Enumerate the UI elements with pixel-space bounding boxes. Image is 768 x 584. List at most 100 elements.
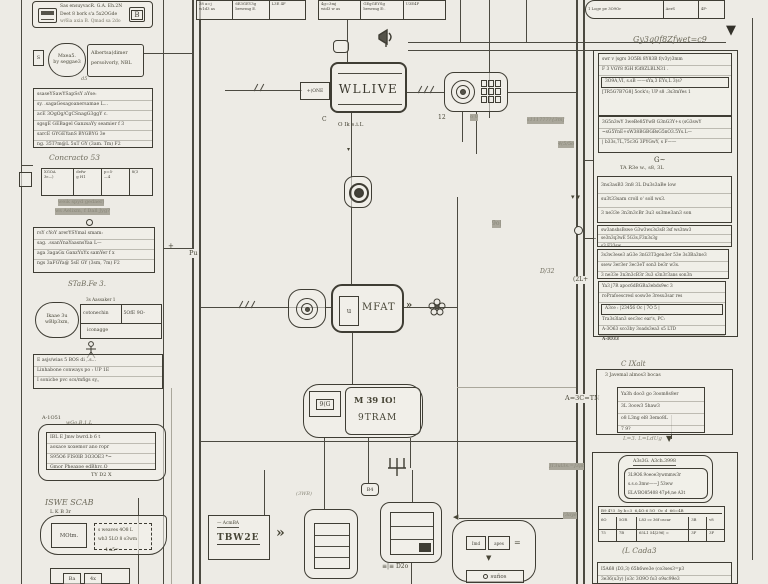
note-row: sy. .sagaGesagoanersamae L... <box>34 101 152 111</box>
wire-mid-cross-faint <box>457 387 576 389</box>
sunos-label: suños <box>490 573 507 580</box>
wire-left-margin <box>21 0 23 584</box>
terminal-block-a <box>304 509 358 579</box>
terminal-b-inner <box>390 512 434 555</box>
cross-left-arrow-icon: ◀ <box>453 513 459 521</box>
left-header-box: Sas ensuyvacR. G.A. Eh.2N Deet 8 bork s'… <box>32 1 153 28</box>
mfat-title: MFAT <box>362 302 396 313</box>
sun-mark-icon <box>86 219 93 226</box>
small-tag-top <box>333 40 349 53</box>
left-panel-h: IBL E Jmw bwrd.b 6 t aoxace xoxemor ano … <box>38 424 166 481</box>
wire-top-riser-a <box>489 0 491 118</box>
k3-col2: AerS <box>664 1 699 18</box>
note-row: rsY cYoY arerYSYmal smam: <box>34 230 154 240</box>
annotation-3aye: (3aye <box>563 512 577 519</box>
table-w-cell: 5OR <box>617 517 637 529</box>
note-row: S95O6 FIS0lB 3O3OE3 *~ <box>47 454 155 464</box>
script-ixalt: C IXalt <box>621 360 646 368</box>
script-label-stab: STaB.Fe 3. <box>68 280 106 288</box>
wire-panel-e-link <box>163 248 192 250</box>
spec-row: s.s.o.3mw——J 53ww <box>628 481 673 487</box>
gear-icon <box>483 574 489 579</box>
label-wgo: wGo.B.1.L <box>66 420 93 426</box>
sunos-box: suños <box>466 570 524 583</box>
note-row: Gmor Pheaxoe edBhrc.O <box>50 465 108 471</box>
tag-b4-label: B4 <box>366 486 374 493</box>
left-margin-tab <box>19 172 32 187</box>
table-w-header: B9 4?3 5y b=3 6,4O:6 5O Oc d 66=4B <box>601 508 722 515</box>
cursive-l-label: L=3. L=LdUg <box>623 436 662 442</box>
spec-row: 3L9O6.9oeoe3ywmmw3r <box>628 472 682 478</box>
label-lkb: L K B 3r <box>50 509 72 515</box>
spec-row: su3t33sam croll o' soll ws3. <box>598 194 731 208</box>
annotation-3wb: (3WB) <box>296 491 312 497</box>
wline-inner-rule-bottom <box>338 104 402 105</box>
tbwm-box: — AcmBA TBW2E <box>208 515 270 560</box>
module2-cell-1: cotonechin <box>81 305 122 324</box>
speaker-cone-icon <box>349 183 369 203</box>
wire-lower-cross <box>459 518 576 520</box>
m39-box: M 39 IO! 9TRAM <box>345 387 421 435</box>
module2-rect: cotonechin 5OfE 9O- iconagge <box>80 304 162 339</box>
mfat-box: u MFAT <box>331 284 404 333</box>
wire-main-bus-b <box>583 0 585 584</box>
mfat-speaker-unit <box>288 289 326 328</box>
bottom-cell-1: Ba <box>63 573 81 584</box>
printer-icon <box>38 8 57 23</box>
wire-top-riser-b <box>526 0 528 43</box>
speaker-keypad-unit <box>444 72 508 112</box>
module1-blob-line1: Mxea5. <box>58 53 76 59</box>
wire-arrowhead-icon: ▾ <box>347 146 351 153</box>
wire-mfat-out <box>404 307 457 309</box>
wire-m-drop-b <box>476 112 478 154</box>
note-row: ng. 35T?m@L 5uT GY (3am. Tm) F2 <box>37 142 121 148</box>
spec-row: ~sG5YnE+sW38BGBGBsG5nO3.5Ys.L— <box>599 129 731 139</box>
wline-tag: C <box>322 116 327 123</box>
note-row: ssaseYSawYSapSsY aYse: <box>34 91 152 101</box>
spec-row-boxed: A3ce : |23456 Oc | 7O 5 | <box>601 304 723 315</box>
k2-col3: U3E4F <box>405 1 420 6</box>
wire-center-bus-a <box>192 0 194 584</box>
note-row: E asjs/wias 5 BOS di ,.s... <box>34 357 162 367</box>
right-script-header: Gy3q0f8Zfwet=c9 <box>633 35 707 44</box>
k1-col3: L3E 4F <box>271 1 286 6</box>
tbwm-title: TBW2E <box>217 532 260 546</box>
m39-line1: M 39 IO! <box>354 396 397 406</box>
spec-row: roPrafoescresl sosw3e 3resu3sar res <box>599 293 725 303</box>
spec-row: 3ns3asB3 3n8 3L Du3s3aBe low <box>598 180 731 194</box>
spec-row: 3e36(u3y) [o3c 3O9O fo3 o9sc99e3 <box>601 577 680 583</box>
wire-left-column-edge-2 <box>171 388 173 584</box>
right-panel-1b: 3G5n3wY 3weBe85YwB G3nG3Y+s (sG3swY ~sG5… <box>598 116 732 153</box>
spec-row: ELA'BO85408 47p4,ne A3t <box>628 490 686 496</box>
note-row: aga 3agaGx GanzYxYx samYer f x <box>34 250 154 260</box>
module1-blob-line2: by seggae3 <box>53 60 81 65</box>
spec-row: F 3 VGY8 fGH fGf8ZLBLN31 . <box>599 66 731 76</box>
horn-icon <box>378 28 392 47</box>
annotation-d32: D/32 <box>540 268 555 275</box>
wire-p1-riser <box>324 438 326 510</box>
arch-box-inner: 3L9O6.9oeoe3ywmmw3r s.s.o.3mw——J 53ww EL… <box>624 468 708 499</box>
wire-m-to-bus <box>508 92 576 94</box>
wire-mfat-to-m39 <box>352 333 354 384</box>
bus-arrowheads-icon: ▾▾ <box>571 193 583 201</box>
panel-h-foot: TY D2 X <box>91 472 112 478</box>
table-w-cell: 3B <box>689 517 708 529</box>
wline-box: WLLIVE <box>330 62 407 113</box>
arch-box-header: A3s3G. A3ch.3998 <box>633 459 676 467</box>
keypad-icon <box>481 80 501 103</box>
wline-sub-label: O Ik s.i.L <box>338 122 364 128</box>
table-d-col4: 8(3 <box>131 169 139 174</box>
module1-blob: Mxea5. by seggae3 <box>48 43 86 77</box>
terminal-dark-cell <box>419 543 431 552</box>
right-panel-v-outer: 3 Javemal almos3 bocas Ya3h doo3 go 3oom… <box>596 369 733 435</box>
note-row: aoxace xoxemor ano ropr <box>47 444 155 454</box>
module2-blob-line2: wBlp3xm, <box>44 320 70 325</box>
table-w-cell: 65L1 54|296| = <box>637 530 690 542</box>
spec-row: [TR5G7B7G8] 5ock's; UP s8 .3s3mYes 1 <box>602 90 691 96</box>
right-panel-4: 3s3w3ese3 aG3e 3nG3T3gen3er 53e 3s3Ba3ne… <box>597 249 729 279</box>
spec-row: s3 F33sw <box>601 243 622 248</box>
module2-cell-2: 5OfE 9O- <box>123 311 146 317</box>
wire-long-cross <box>199 441 576 443</box>
speaker-icon <box>451 80 475 104</box>
table-w-cell: 7B <box>617 530 637 542</box>
